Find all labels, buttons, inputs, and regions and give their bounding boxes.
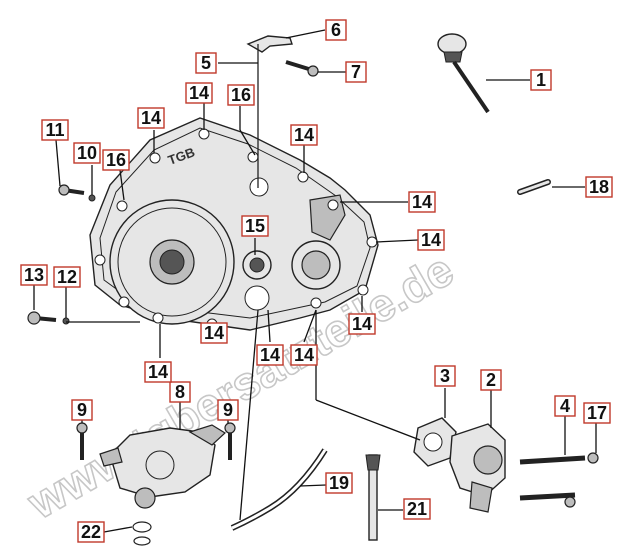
callout-7: 7 — [345, 61, 367, 83]
callout-7-text: 7 — [351, 62, 361, 82]
callout-14e-text: 14 — [421, 230, 441, 250]
callout-2-text: 2 — [486, 370, 496, 390]
callout-18: 18 — [585, 176, 613, 198]
callout-1: 1 — [530, 69, 552, 91]
leader-lines — [33, 29, 597, 533]
callout-8: 8 — [169, 381, 191, 403]
hoses — [230, 448, 381, 541]
clamp-and-bolts — [246, 35, 319, 188]
callout-14a: 14 — [185, 82, 213, 104]
callout-9a: 9 — [71, 399, 93, 421]
callout-16a: 16 — [227, 84, 255, 106]
callout-14c: 14 — [290, 124, 318, 146]
callout-14i-text: 14 — [294, 345, 314, 365]
callout-14e: 14 — [417, 229, 445, 251]
callout-14h-text: 14 — [260, 345, 280, 365]
callout-15-text: 15 — [245, 216, 265, 236]
callout-12: 12 — [53, 266, 81, 288]
callout-11: 11 — [41, 119, 69, 141]
callout-14b: 14 — [137, 107, 165, 129]
callout-3-text: 3 — [440, 366, 450, 386]
callout-5-text: 5 — [201, 53, 211, 73]
callout-13: 13 — [20, 264, 48, 286]
callout-22: 22 — [77, 521, 105, 543]
callout-11-text: 11 — [45, 120, 64, 140]
callout-9b: 9 — [217, 399, 239, 421]
callout-4-text: 4 — [560, 396, 570, 416]
callout-16a-text: 16 — [231, 85, 251, 105]
callout-22-text: 22 — [81, 522, 101, 542]
callout-15: 15 — [241, 215, 269, 237]
callout-18-text: 18 — [589, 177, 609, 197]
water-pump — [76, 422, 236, 546]
callout-3: 3 — [434, 365, 456, 387]
callout-19: 19 — [325, 472, 353, 494]
callout-6: 6 — [325, 19, 347, 41]
callout-14i: 14 — [290, 344, 318, 366]
dipstick — [437, 33, 490, 114]
callout-14h: 14 — [256, 344, 284, 366]
callout-10-text: 10 — [77, 143, 97, 163]
callout-6-text: 6 — [331, 20, 341, 40]
callout-14b-text: 14 — [141, 108, 161, 128]
callout-10: 10 — [73, 142, 101, 164]
pin-18 — [517, 179, 551, 195]
callout-13-text: 13 — [24, 265, 44, 285]
callout-19-text: 19 — [329, 473, 349, 493]
callout-12-text: 12 — [57, 267, 77, 287]
left-bolts — [27, 184, 96, 325]
callout-4: 4 — [554, 395, 576, 417]
callout-14j-text: 14 — [148, 362, 168, 382]
callout-17-text: 17 — [587, 403, 607, 423]
callout-14f-text: 14 — [352, 314, 372, 334]
callout-1-text: 1 — [536, 70, 546, 90]
callout-16b-text: 16 — [106, 150, 126, 170]
callout-14d-text: 14 — [412, 192, 432, 212]
callout-2: 2 — [480, 369, 502, 391]
callout-17: 17 — [583, 402, 611, 424]
thermostat-housing — [413, 417, 599, 513]
callout-14g: 14 — [200, 322, 228, 344]
callout-16b: 16 — [102, 149, 130, 171]
callout-14a-text: 14 — [189, 83, 209, 103]
callout-14g-text: 14 — [204, 323, 224, 343]
callout-14j: 14 — [144, 361, 172, 383]
callout-5: 5 — [195, 52, 217, 74]
callout-14d: 14 — [408, 191, 436, 213]
engine-side-cover: TGB — [89, 117, 379, 331]
callout-14c-text: 14 — [294, 125, 314, 145]
callout-9b-text: 9 — [223, 400, 233, 420]
callout-21-text: 21 — [407, 499, 427, 519]
callout-9a-text: 9 — [77, 400, 87, 420]
callout-14f: 14 — [348, 313, 376, 335]
callout-8-text: 8 — [175, 382, 185, 402]
callout-21: 21 — [403, 498, 431, 520]
